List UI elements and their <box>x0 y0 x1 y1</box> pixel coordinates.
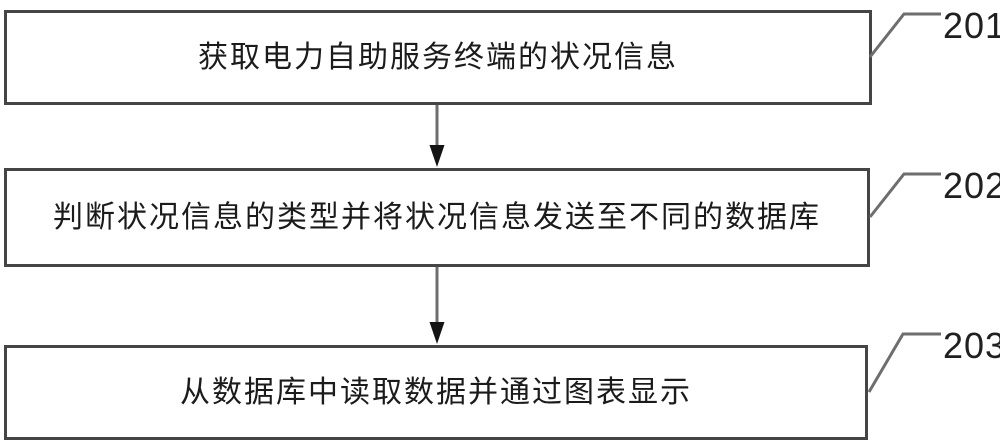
ref-leader-line-202 <box>868 172 941 218</box>
arrow-201-202-down-arrowhead-icon <box>429 145 445 167</box>
ref-number-203: 203 <box>943 325 1000 366</box>
flow-step-box-201: 获取电力自助服务终端的状况信息 <box>4 10 872 105</box>
ref-leader-line-203 <box>867 332 941 393</box>
ref-number-202: 202 <box>943 165 1000 206</box>
flow-step-text-202: 判断状况信息的类型并将状况信息发送至不同的数据库 <box>53 200 821 234</box>
arrow-202-203-down-arrowhead-icon <box>429 322 445 344</box>
ref-leader-line-201 <box>868 12 941 58</box>
flow-step-text-203: 从数据库中读取数据并通过图表显示 <box>180 375 692 409</box>
flow-step-box-202: 判断状况信息的类型并将状况信息发送至不同的数据库 <box>4 168 870 267</box>
flow-step-box-203: 从数据库中读取数据并通过图表显示 <box>4 345 868 440</box>
ref-number-201: 201 <box>943 5 1000 46</box>
flow-step-text-201: 获取电力自助服务终端的状况信息 <box>198 40 678 74</box>
